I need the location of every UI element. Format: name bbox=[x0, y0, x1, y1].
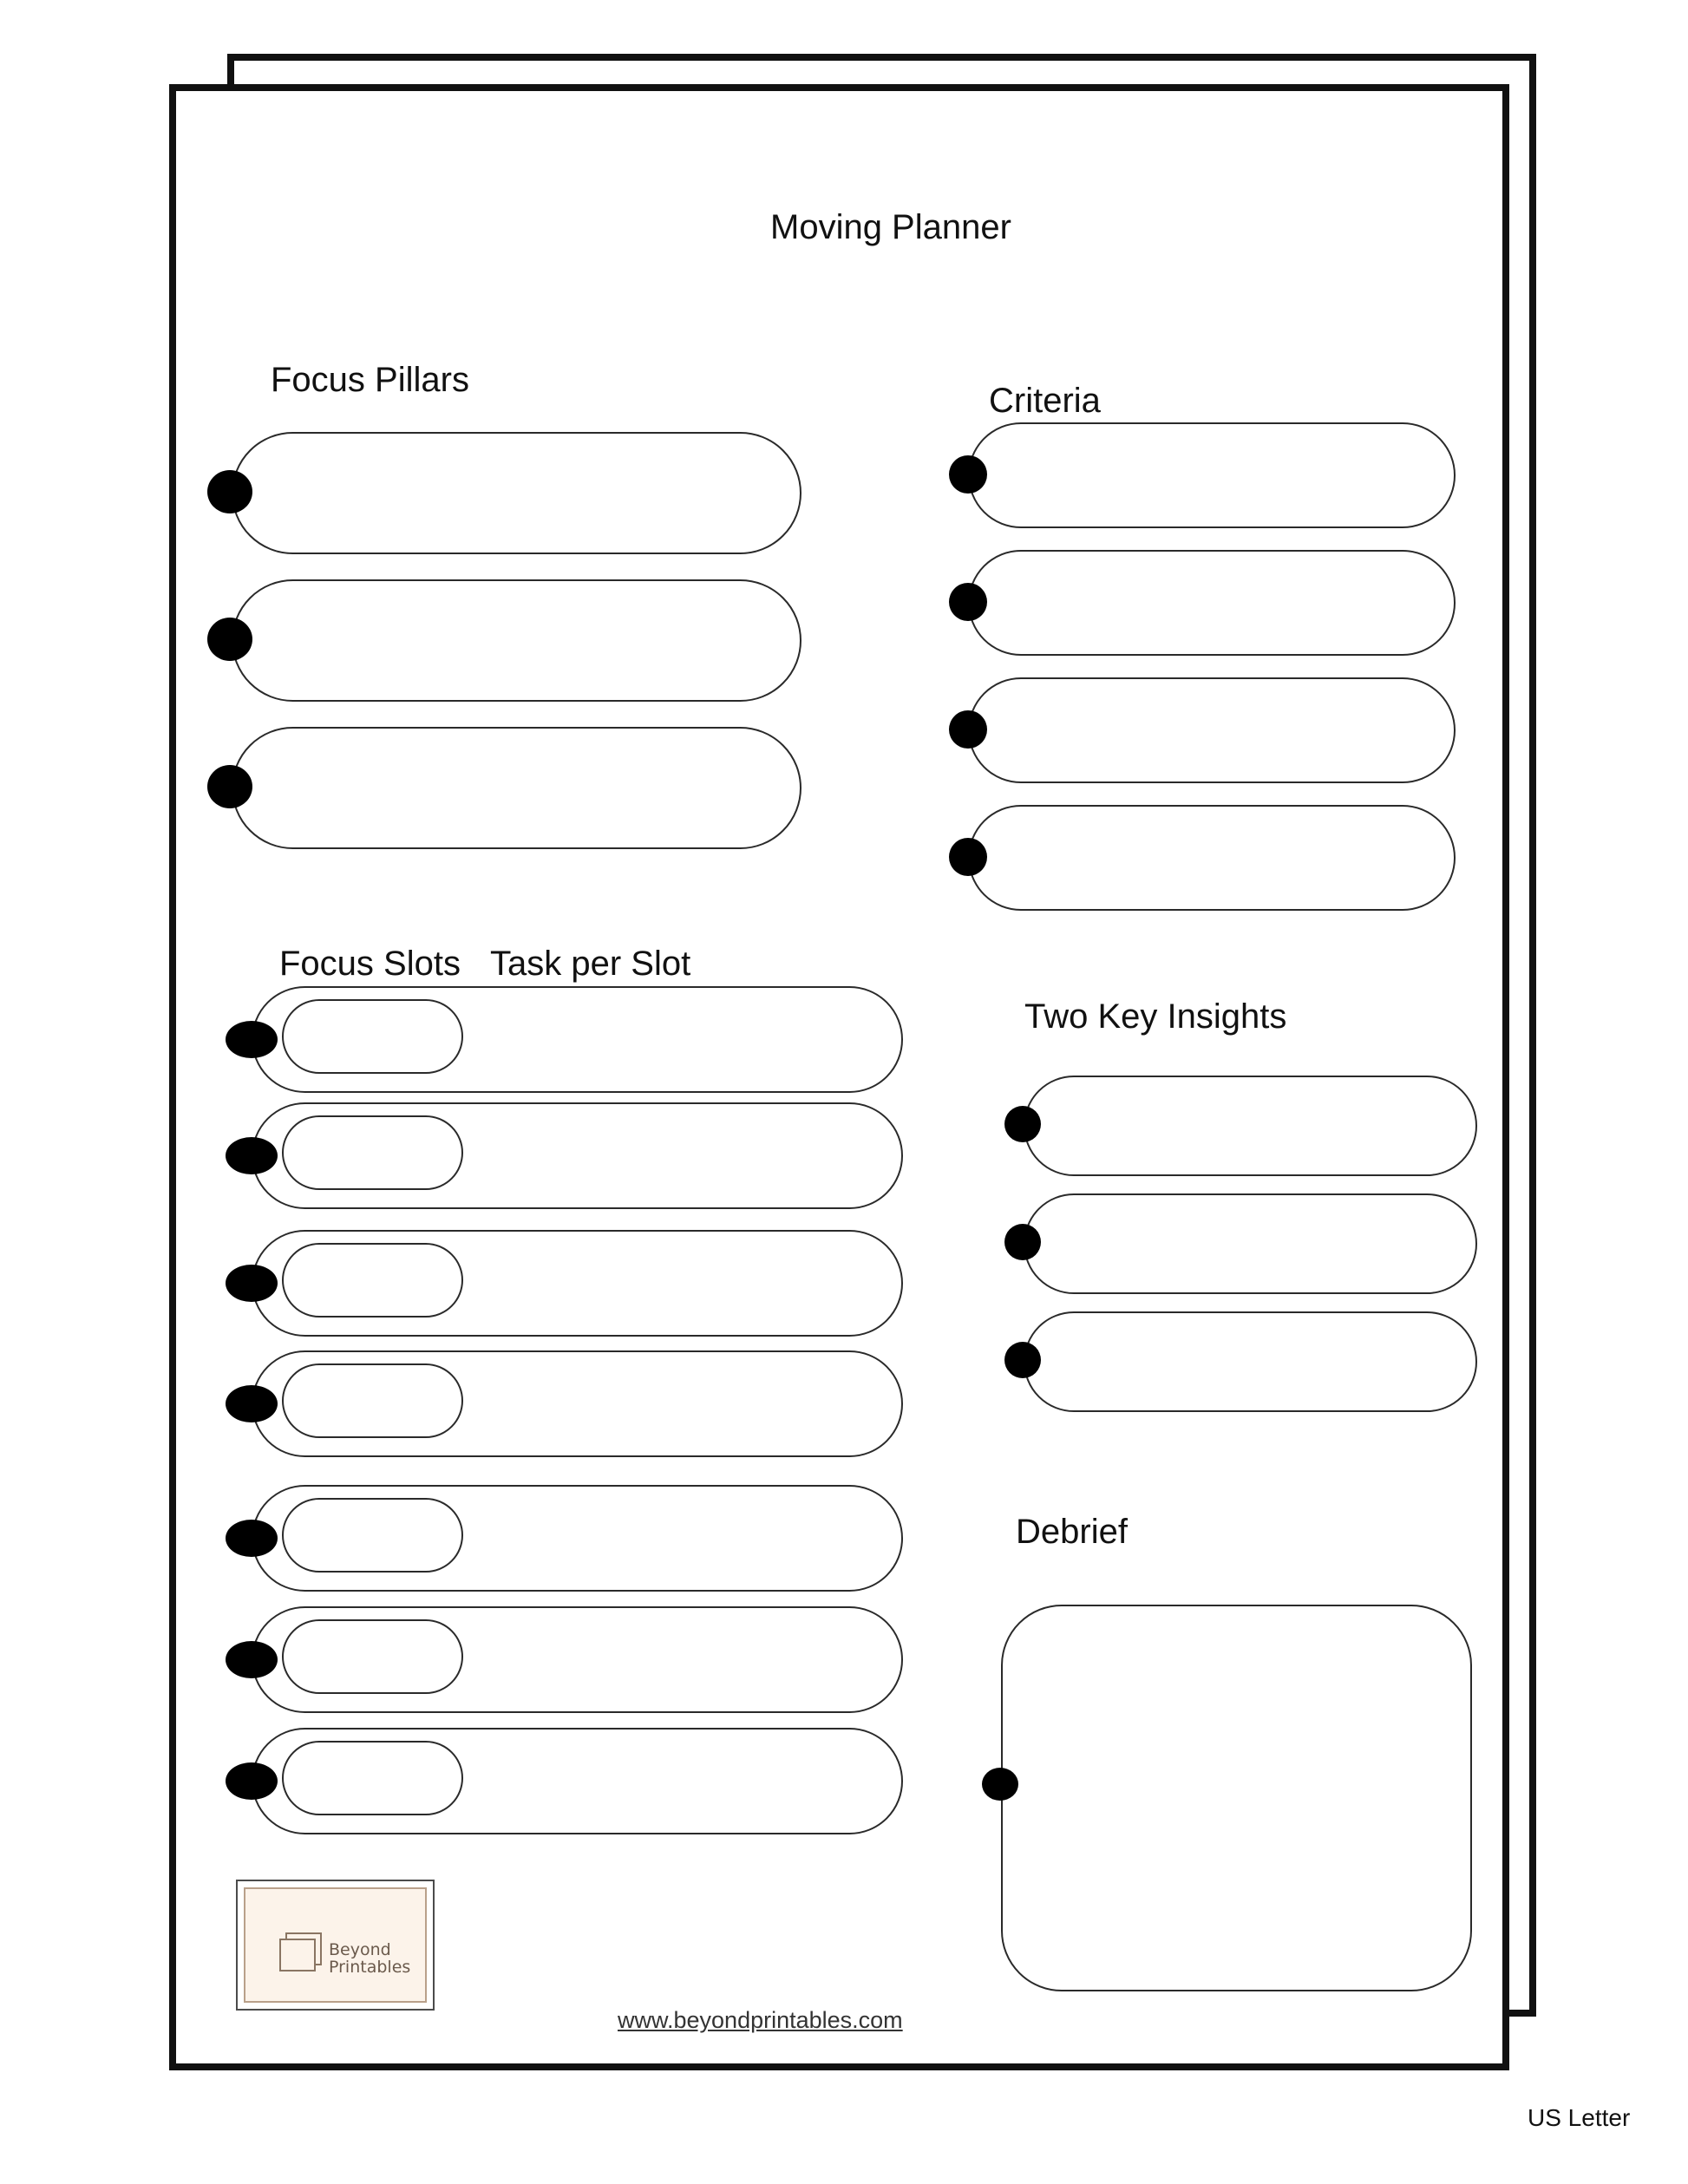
logo-line-1: Beyond bbox=[329, 1940, 391, 1959]
logo-text: Beyond Printables bbox=[329, 1941, 410, 1976]
bullet-dot bbox=[226, 1265, 278, 1302]
criteria-field[interactable] bbox=[968, 677, 1456, 783]
bullet-dot bbox=[1004, 1342, 1041, 1378]
criteria-field[interactable] bbox=[968, 550, 1456, 656]
bullet-dot bbox=[207, 765, 252, 808]
focus-pillar-field[interactable] bbox=[232, 579, 801, 702]
insight-field[interactable] bbox=[1024, 1076, 1477, 1176]
debrief-heading: Debrief bbox=[1016, 1513, 1128, 1551]
slot-time-field[interactable] bbox=[282, 999, 463, 1074]
bullet-dot bbox=[207, 470, 252, 513]
bullet-dot bbox=[949, 455, 987, 494]
page-title: Moving Planner bbox=[770, 208, 1011, 246]
slot-time-field[interactable] bbox=[282, 1115, 463, 1190]
debrief-box[interactable] bbox=[1001, 1605, 1472, 1991]
stacked-pages-icon bbox=[279, 1932, 322, 1971]
bullet-dot bbox=[207, 618, 252, 661]
bullet-dot bbox=[949, 710, 987, 749]
slot-time-field[interactable] bbox=[282, 1243, 463, 1318]
slot-time-field[interactable] bbox=[282, 1498, 463, 1573]
insight-field[interactable] bbox=[1024, 1193, 1477, 1294]
criteria-field[interactable] bbox=[968, 422, 1456, 528]
task-per-slot-heading: Task per Slot bbox=[490, 945, 691, 983]
bullet-dot bbox=[226, 1385, 278, 1422]
slot-time-field[interactable] bbox=[282, 1619, 463, 1694]
criteria-field[interactable] bbox=[968, 805, 1456, 911]
focus-pillar-field[interactable] bbox=[232, 432, 801, 554]
brand-logo: Beyond Printables bbox=[236, 1880, 435, 2011]
bullet-dot bbox=[226, 1641, 278, 1678]
paper-size-label: US Letter bbox=[1528, 2104, 1631, 2131]
bullet-dot bbox=[1004, 1106, 1041, 1142]
bullet-dot bbox=[226, 1021, 278, 1058]
bullet-dot bbox=[226, 1520, 278, 1557]
logo-line-2: Printables bbox=[329, 1958, 411, 1977]
bullet-dot bbox=[949, 583, 987, 621]
website-link[interactable]: www.beyondprintables.com bbox=[618, 2007, 903, 2033]
criteria-heading: Criteria bbox=[989, 382, 1101, 420]
insight-field[interactable] bbox=[1024, 1311, 1477, 1412]
bullet-dot bbox=[982, 1768, 1018, 1801]
bullet-dot bbox=[949, 838, 987, 876]
bullet-dot bbox=[226, 1762, 278, 1800]
focus-pillar-field[interactable] bbox=[232, 727, 801, 849]
logo-frame: Beyond Printables bbox=[244, 1887, 427, 2003]
focus-slots-heading: Focus Slots bbox=[279, 945, 461, 983]
focus-pillars-heading: Focus Pillars bbox=[271, 361, 469, 399]
slot-time-field[interactable] bbox=[282, 1741, 463, 1815]
bullet-dot bbox=[226, 1137, 278, 1174]
slot-time-field[interactable] bbox=[282, 1363, 463, 1438]
key-insights-heading: Two Key Insights bbox=[1024, 997, 1287, 1036]
bullet-dot bbox=[1004, 1224, 1041, 1260]
